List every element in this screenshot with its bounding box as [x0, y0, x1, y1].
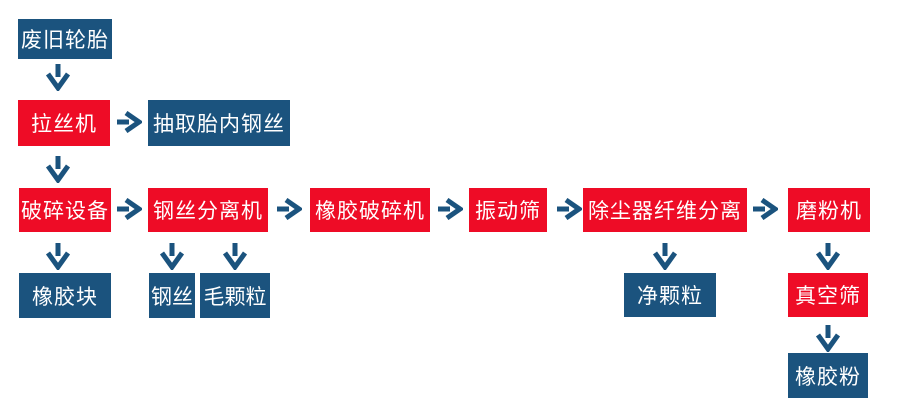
node-mill: 磨粉机 — [788, 188, 870, 232]
node-rubber-block: 橡胶块 — [19, 273, 111, 318]
arrow-right-icon — [276, 198, 302, 220]
node-clean-granules: 净颗粒 — [624, 273, 716, 317]
arrow-down-icon — [46, 242, 70, 270]
node-vibrating-screen: 振动筛 — [469, 188, 547, 232]
node-extract-tire-steel-wire: 抽取胎内钢丝 — [148, 100, 290, 146]
arrow-down-icon — [160, 242, 184, 270]
arrow-down-icon — [46, 155, 70, 183]
node-rubber-crusher: 橡胶破碎机 — [310, 188, 430, 232]
arrow-down-icon — [816, 242, 840, 270]
arrow-down-icon — [223, 242, 247, 270]
arrow-right-icon — [556, 198, 582, 220]
arrow-right-icon — [116, 111, 142, 133]
node-rubber-powder: 橡胶粉 — [788, 353, 868, 398]
node-vacuum-screen: 真空筛 — [788, 273, 868, 317]
node-fuzzy-granules: 毛颗粒 — [200, 273, 270, 318]
arrow-down-icon — [816, 324, 840, 352]
arrow-down-icon — [653, 242, 677, 270]
node-dust-collector-fiber-separation: 除尘器纤维分离 — [583, 188, 747, 232]
node-crushing-equipment: 破碎设备 — [19, 188, 111, 232]
node-steel-wire-separator: 钢丝分离机 — [148, 188, 268, 232]
arrow-down-icon — [46, 63, 70, 91]
arrow-right-icon — [437, 198, 463, 220]
arrow-right-icon — [116, 198, 142, 220]
arrow-right-icon — [752, 198, 778, 220]
node-steel-wire: 钢丝 — [149, 273, 195, 318]
node-waste-tire: 废旧轮胎 — [18, 19, 112, 59]
node-wire-drawing-machine: 拉丝机 — [18, 100, 110, 146]
